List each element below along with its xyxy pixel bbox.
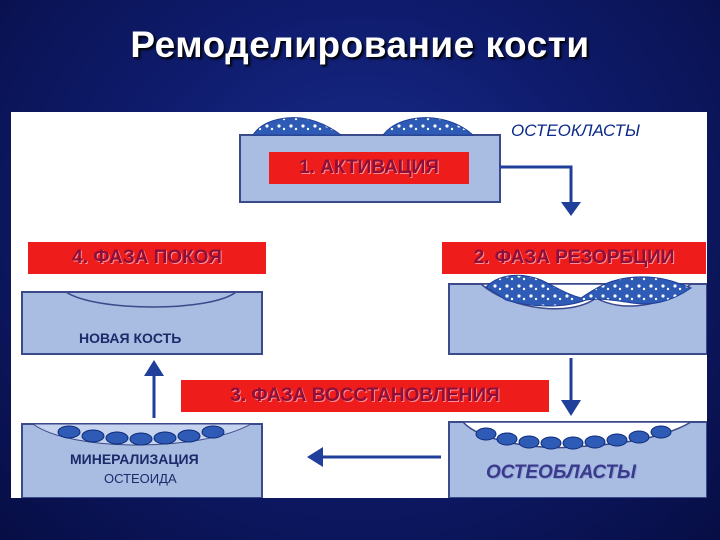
new-bone bbox=[21, 291, 263, 355]
slide-title: Ремоделирование кости bbox=[130, 24, 590, 65]
osteoblasts-label: ОСТЕОБЛАСТЫ bbox=[486, 462, 636, 483]
resorption-phase-box: 2. ФАЗА РЕЗОРБЦИИ bbox=[442, 242, 706, 274]
diagram-canvas bbox=[21, 117, 707, 498]
arrowhead-mineralization-to-new-bone bbox=[144, 360, 164, 376]
activation-phase-box: 1. АКТИВАЦИЯ bbox=[269, 152, 469, 184]
mineralization-label: МИНЕРАЛИЗАЦИЯ bbox=[70, 451, 199, 467]
rest-phase-box: 4. ФАЗА ПОКОЯ bbox=[28, 242, 266, 274]
osteoblast-cells bbox=[475, 425, 672, 450]
osteoclasts-label: ОСТЕОКЛАСТЫ bbox=[511, 121, 641, 140]
new-bone-label: НОВАЯ КОСТЬ bbox=[79, 330, 182, 346]
reconstruction-phase-box: 3. ФАЗА ВОССТАНОВЛЕНИЯ bbox=[181, 380, 549, 412]
arrowhead-osteoblasts-to-mineralization bbox=[307, 447, 323, 467]
resorbing-osteoclasts bbox=[485, 274, 693, 307]
osteoclast-cell-right bbox=[381, 117, 475, 136]
arrowhead-activation-to-resorption bbox=[561, 202, 581, 216]
diagram-panel: ОСТЕОКЛАСТЫ 1. АКТИВАЦИЯ 4. ФАЗА ПОКОЯ 2… bbox=[11, 112, 707, 498]
new-bone-surface bbox=[65, 291, 237, 308]
arrowhead-resorption-to-reconstruction bbox=[561, 400, 581, 416]
mineralization-cells bbox=[57, 425, 225, 446]
osteoclast-cell-left bbox=[252, 117, 343, 136]
osteoid-label: ОСТЕОИДА bbox=[104, 471, 177, 486]
arrow-activation-to-resorption bbox=[500, 165, 573, 204]
